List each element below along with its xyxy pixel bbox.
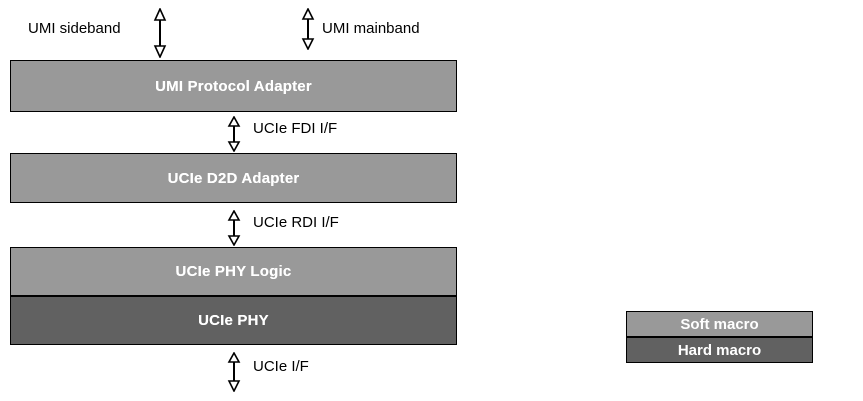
block-label: UCIe D2D Adapter [167,169,300,187]
block-label: UCIe PHY [198,312,269,329]
legend-label: Soft macro [680,315,759,333]
block-label: UCIe PHY Logic [175,263,292,280]
legend-item-soft-macro: Soft macro [626,311,813,337]
block-umi-protocol-adapter: UMI Protocol Adapter [10,60,457,112]
ucie-fdi-arrow [225,116,243,152]
umi-sideband-label: UMI sideband [28,20,121,37]
ucie-rdi-label: UCIe RDI I/F [253,214,339,231]
block-ucie-d2d-adapter: UCIe D2D Adapter [10,153,457,203]
block-ucie-phy-logic: UCIe PHY Logic [10,247,457,296]
block-ucie-phy: UCIe PHY [10,296,457,345]
umi-mainband-label: UMI mainband [322,20,420,37]
ucie-rdi-arrow [225,210,243,246]
umi-sideband-arrow [151,8,169,58]
umi-mainband-arrow [299,8,317,50]
legend-label: Hard macro [677,341,762,359]
legend: Soft macro Hard macro [626,311,813,363]
ucie-fdi-label: UCIe FDI I/F [253,120,338,137]
block-label: UMI Protocol Adapter [155,77,312,95]
ucie-if-label: UCIe I/F [253,358,309,375]
legend-item-hard-macro: Hard macro [626,337,813,363]
ucie-if-arrow [225,352,243,392]
